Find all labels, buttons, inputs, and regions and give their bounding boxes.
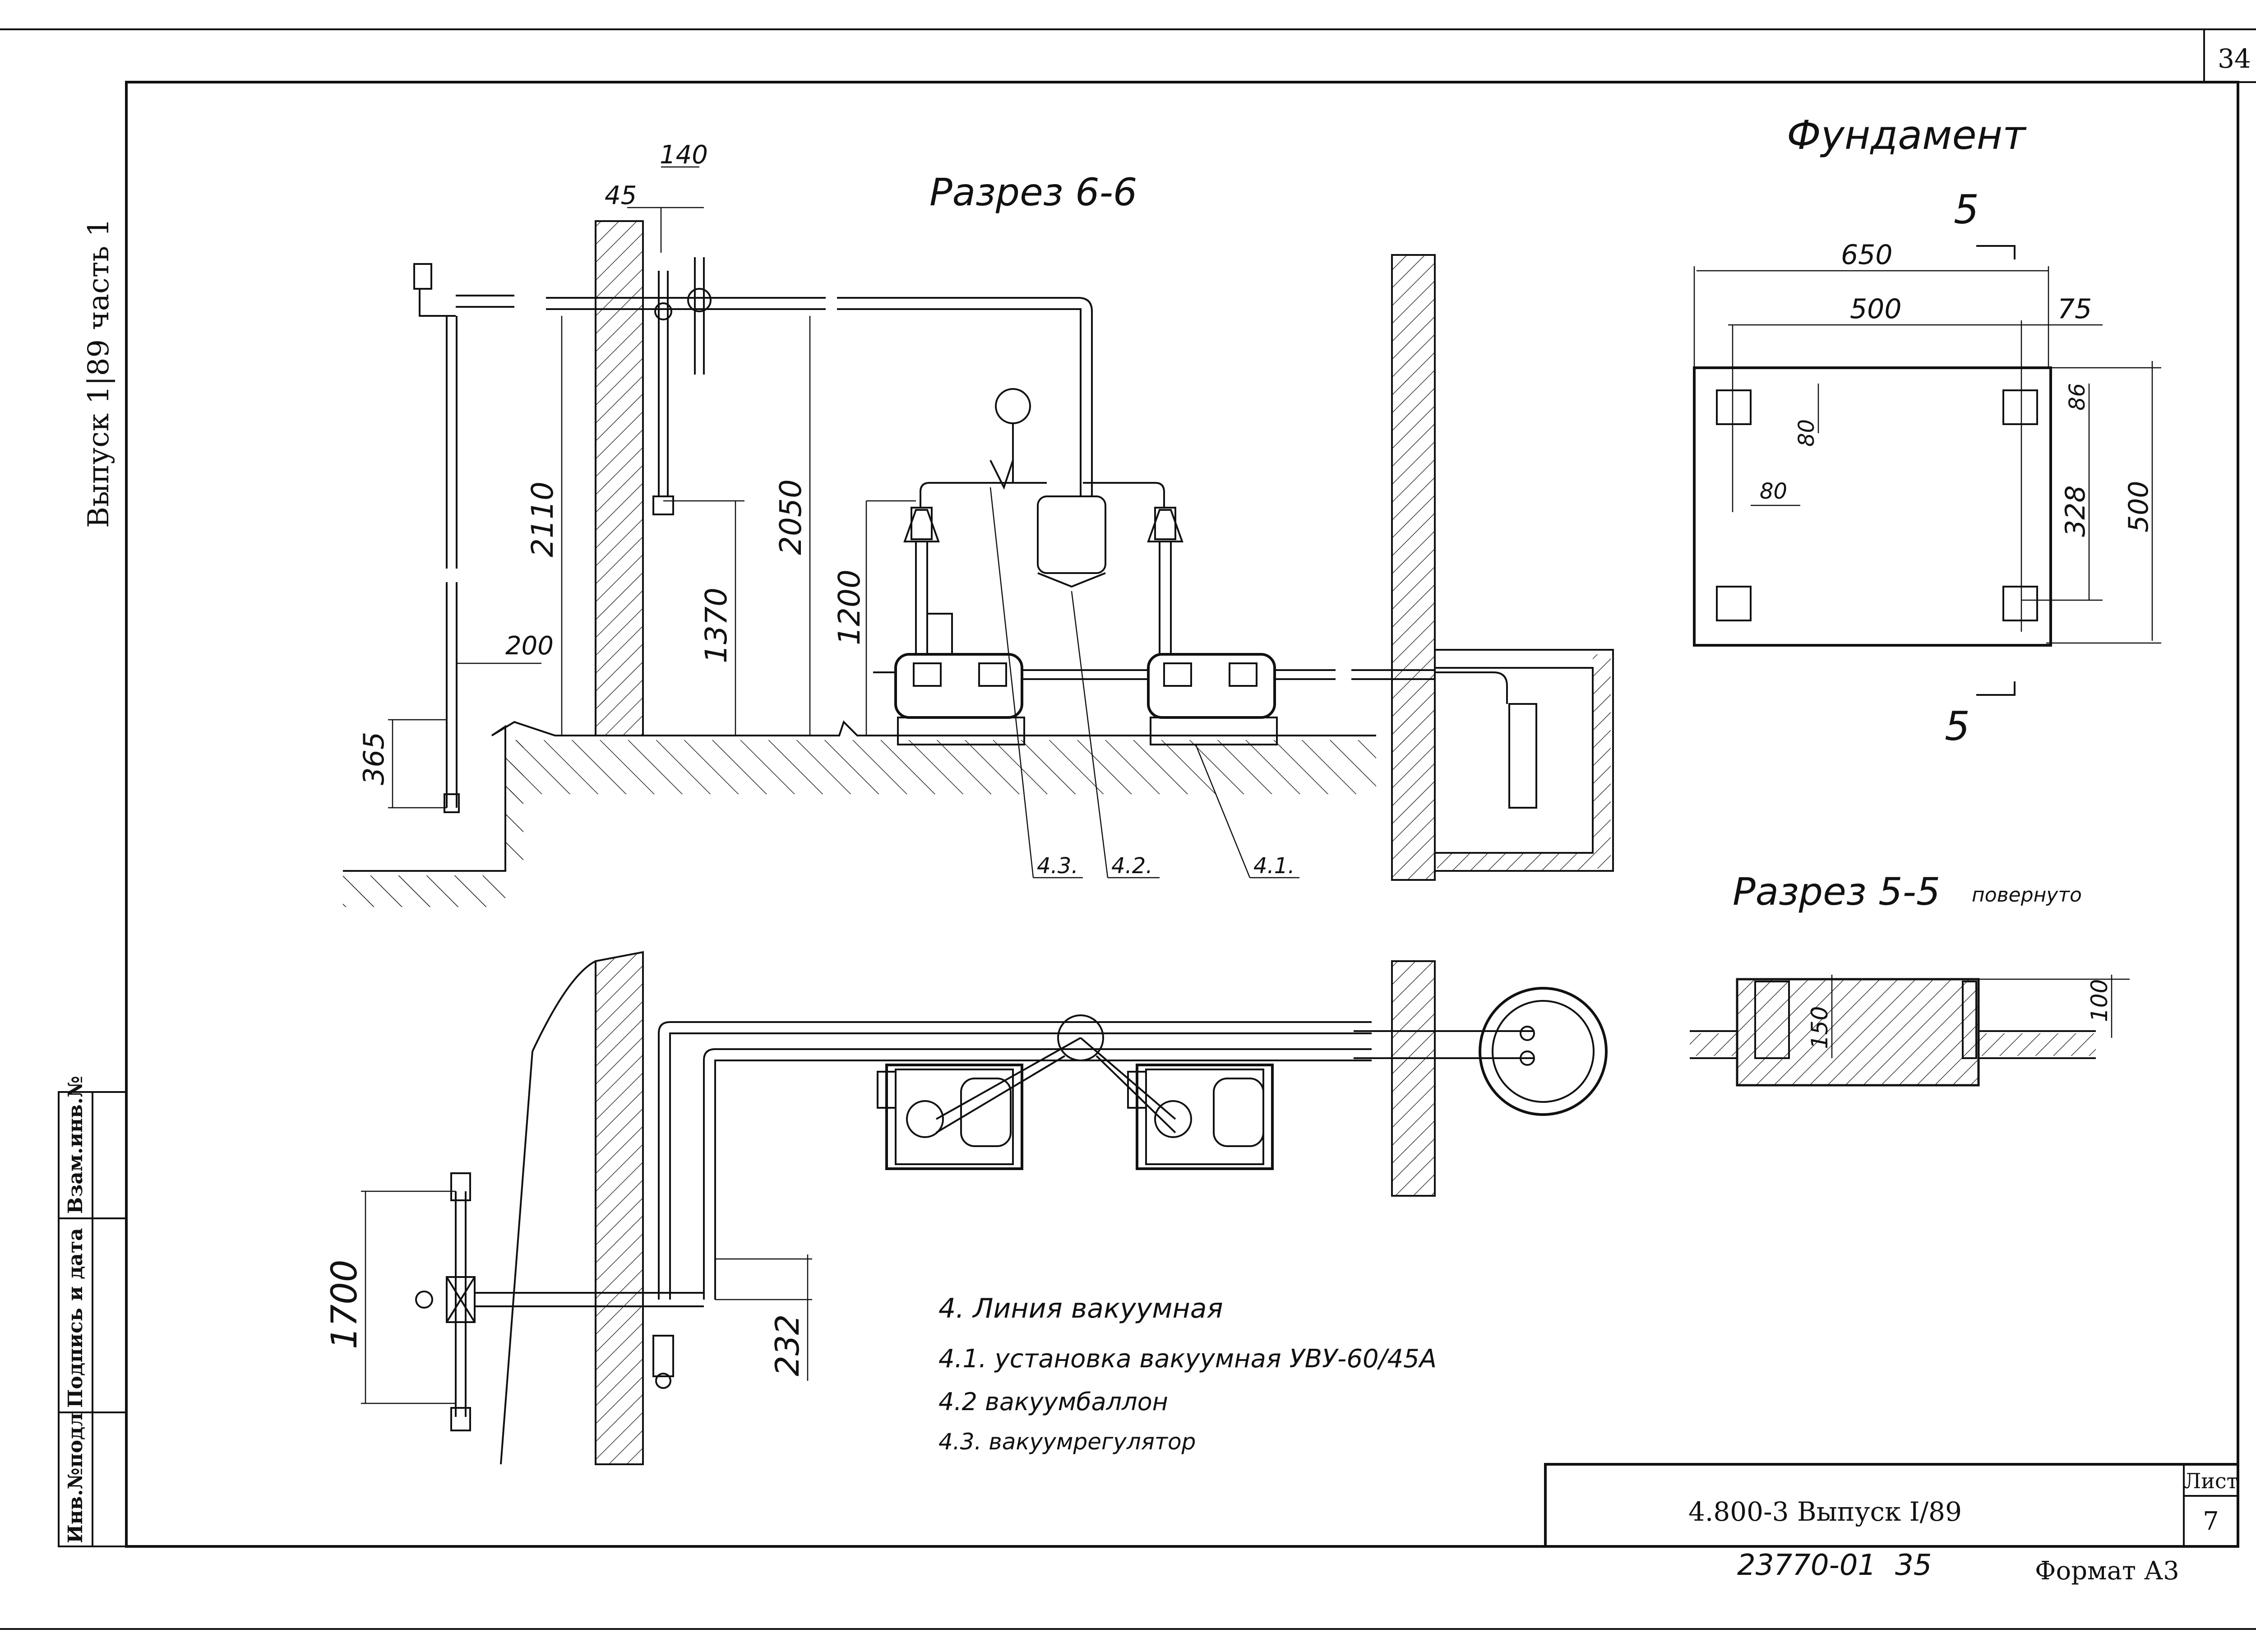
cut-mark-bottom: 5 (1945, 703, 1970, 750)
plan-dim-1700: 1700 (324, 1259, 365, 1349)
pump-level-pipe (873, 669, 1435, 680)
dims-6-6 (388, 166, 916, 809)
plan-valve-assembly (415, 1172, 704, 1431)
top-pipeline (456, 257, 1093, 515)
dim-200: 200 (505, 631, 554, 661)
plan-dim-232: 232 (768, 1314, 806, 1376)
stamp-cell-inv: Инв.№подл (64, 1413, 87, 1543)
section-5-5-subtitle: повернуто (1972, 884, 2082, 907)
foundation-dim-650: 650 (1841, 239, 1893, 271)
wall-right (1391, 254, 1436, 881)
plan-pipeline (658, 1014, 1535, 1300)
binding-label: Выпуск 1|89 часть 1 (82, 218, 116, 528)
legend-item-4-3: 4.3. вакуумрегулятор (938, 1429, 1196, 1455)
section-6-6-title: Разрез 6-6 (929, 170, 1137, 214)
format-label: Формат А3 (2035, 1556, 2179, 1586)
designation: 4.800-3 Выпуск I/89 (1688, 1496, 1962, 1527)
legend-item-4-2: 4.2 вакуумбаллон (938, 1388, 1168, 1416)
section-5-5 (1690, 975, 2130, 1087)
vacuum-unit-right (1147, 507, 1278, 745)
section-6-6 (343, 166, 1614, 907)
foundation-dim-80-h: 80 (1760, 479, 1787, 504)
ground-surface (343, 720, 1376, 907)
dim-45: 45 (605, 181, 637, 210)
callout-4-3: 4.3. (1037, 853, 1078, 879)
drainage-pit (1435, 649, 1614, 872)
callout-4-2: 4.2. (1111, 853, 1153, 879)
plan-unit-left (877, 1064, 1023, 1170)
foundation-dim-500-h: 500 (1850, 293, 1902, 325)
riser-pipe-left (413, 263, 460, 813)
archive-page: 35 (1895, 1549, 1932, 1582)
foundation-dim-500-v: 500 (2123, 481, 2154, 532)
plan-view (361, 951, 1608, 1465)
dim-365: 365 (357, 732, 390, 785)
callout-4-1: 4.1. (1253, 853, 1295, 879)
dim-1200: 1200 (832, 569, 867, 645)
sheet-label: Лист (2184, 1469, 2238, 1493)
dim-2110: 2110 (525, 481, 560, 557)
archive-number: 23770-01 (1737, 1549, 1876, 1582)
foundation-dim-80-v: 80 (1794, 419, 1819, 447)
foundation-title: Фундамент (1787, 112, 2027, 158)
foundation-dim-328: 328 (2060, 485, 2091, 537)
plan-unit-right (1127, 1064, 1274, 1170)
section-5-5-dim-100: 100 (2086, 979, 2113, 1022)
legend-item-4: 4. Линия вакуумная (938, 1293, 1223, 1324)
plan-dims (361, 1190, 812, 1404)
stamp-cell-sign: Подпись и дата (64, 1228, 87, 1408)
vacuum-unit-left (894, 507, 1025, 745)
foundation-dim-75: 75 (2057, 293, 2092, 325)
dim-2050: 2050 (773, 479, 808, 555)
page-number: 34 (2218, 43, 2251, 74)
section-5-5-title: Разрез 5-5 (1733, 870, 1940, 914)
wall-left (595, 220, 644, 736)
cut-mark-top: 5 (1954, 186, 1979, 233)
dim-1370: 1370 (699, 588, 734, 663)
plan-wall (595, 951, 644, 1465)
sheet-frame (0, 28, 2256, 1630)
callout-leaders (989, 487, 1299, 879)
title-block (1544, 1463, 2239, 1548)
dim-140: 140 (660, 140, 708, 170)
stamp-box (58, 1091, 127, 1547)
section-5-5-dim-150: 150 (1807, 1006, 1833, 1049)
legend-item-4-1: 4.1. установка вакуумная УВУ-60/45А (938, 1344, 1437, 1374)
sheet-number: 7 (2203, 1507, 2219, 1536)
receiver-assembly (920, 361, 1165, 588)
stamp-cell-replace: Взам.инв.№ (64, 1076, 87, 1214)
foundation-plan (1693, 245, 2161, 696)
foundation-dim-86: 86 (2065, 383, 2090, 411)
